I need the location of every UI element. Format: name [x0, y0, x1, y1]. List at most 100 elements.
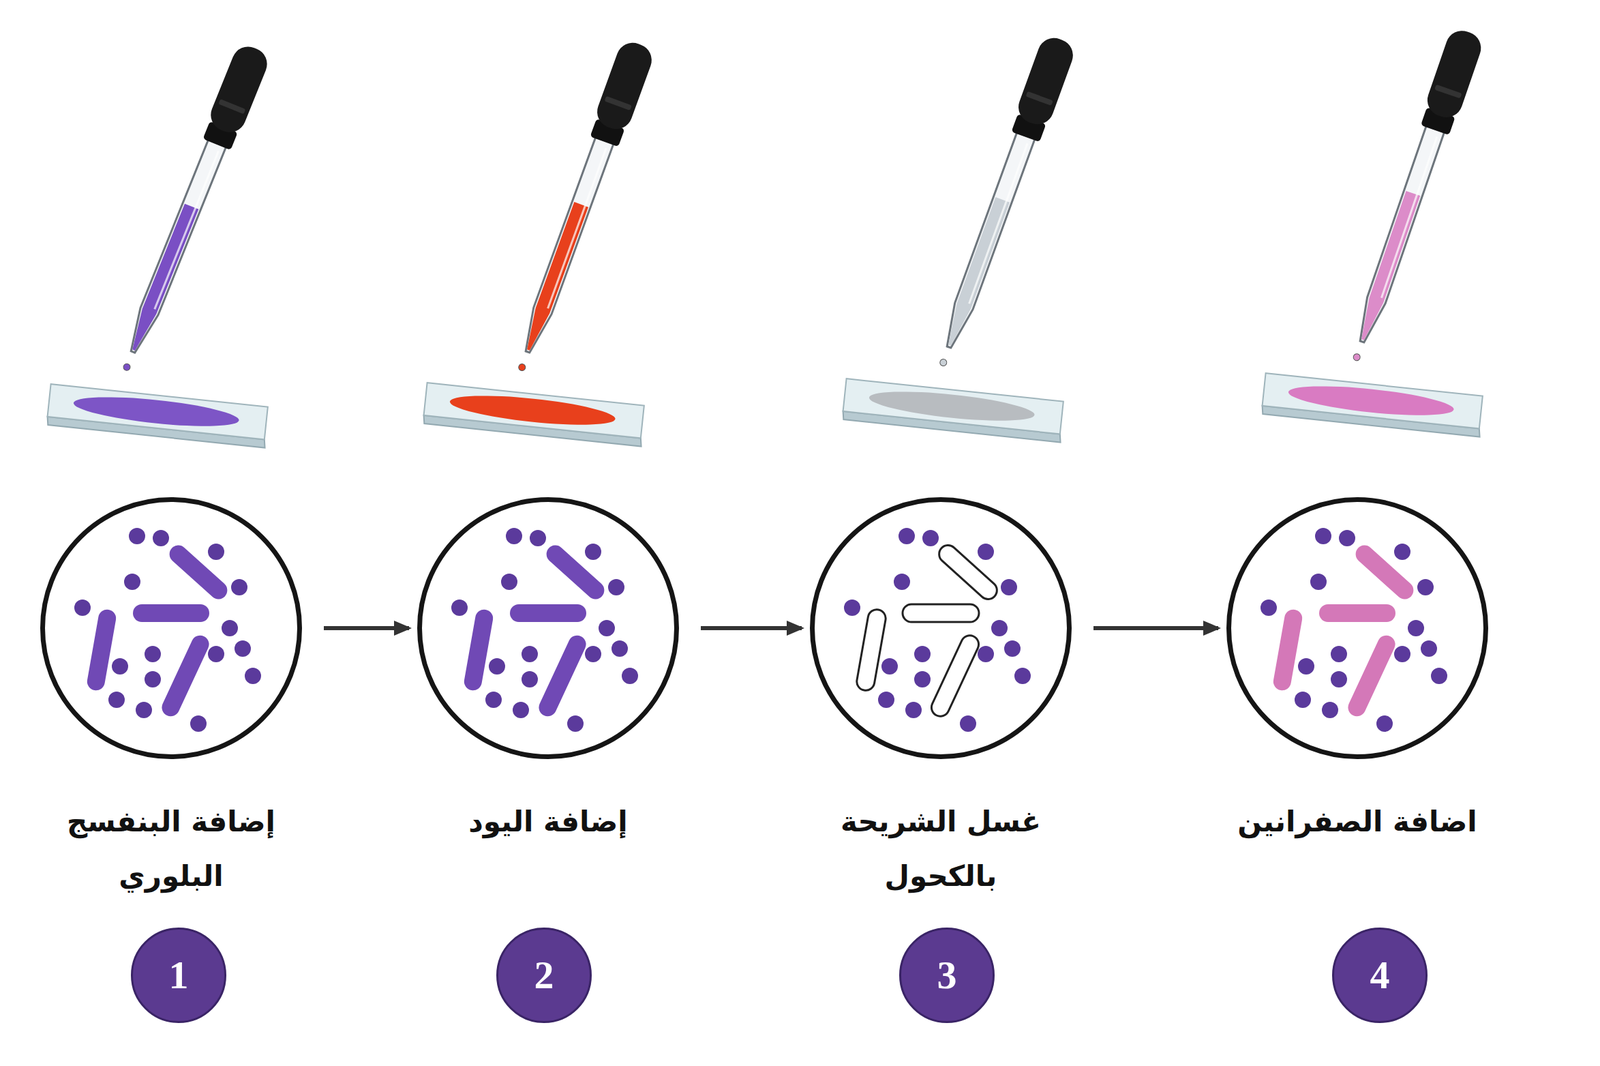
coccus-bacterium — [621, 667, 639, 684]
rod-bacterium — [1319, 604, 1396, 622]
microscope-field: إضافة اليود — [417, 496, 679, 759]
flow-arrow — [323, 625, 410, 630]
rod-bacterium — [855, 608, 887, 692]
coccus-bacterium — [144, 670, 161, 688]
glass-shine — [969, 143, 1029, 304]
glass-slide — [1261, 372, 1485, 437]
slide-face — [47, 383, 268, 440]
coccus-bacterium — [898, 527, 915, 545]
coccus-bacterium — [959, 715, 977, 732]
coccus-bacterium — [1394, 645, 1411, 662]
coccus-bacterium — [1321, 701, 1339, 718]
step-label: إضافة البنفسج البلوري — [64, 794, 279, 904]
coccus-bacterium — [905, 701, 922, 718]
coccus-bacterium — [567, 715, 584, 732]
bacteria — [814, 501, 1067, 754]
rod-bacterium — [1351, 541, 1417, 603]
bacteria — [421, 501, 675, 754]
step-number-badge: 3 — [899, 927, 995, 1023]
coccus-bacterium — [881, 657, 898, 675]
dropper — [504, 38, 657, 377]
coccus-bacterium — [1417, 578, 1434, 596]
coccus-bacterium — [488, 657, 506, 675]
callout-number: 2 — [534, 955, 555, 995]
bacteria — [1231, 501, 1484, 754]
coccus-bacterium — [977, 543, 994, 560]
coccus-bacterium — [485, 691, 502, 708]
coccus-bacterium — [234, 640, 251, 657]
coccus-bacterium — [451, 599, 468, 616]
step-label: غسل الشريحة بالكحول — [834, 794, 1048, 904]
rod-bacterium — [1272, 608, 1304, 692]
microscope-field: إضافة البنفسج البلوري — [40, 496, 303, 759]
coccus-bacterium — [521, 670, 538, 688]
rod-bacterium — [535, 632, 590, 720]
rod-bacterium — [542, 541, 608, 603]
coccus-bacterium — [878, 691, 895, 708]
stain-smear — [1287, 380, 1455, 421]
rod-bacterium — [902, 604, 979, 622]
step-label: إضافة اليود — [466, 794, 630, 849]
glass-shine — [548, 147, 607, 309]
coccus-bacterium — [124, 573, 141, 590]
microscope-field: غسل الشريحة بالكحول — [809, 496, 1072, 759]
rod-bacterium — [132, 604, 210, 622]
step-number-badge: 1 — [130, 927, 227, 1023]
coccus-bacterium — [190, 715, 207, 732]
dropper-tube — [518, 137, 614, 356]
dropper-bulb — [1422, 26, 1485, 123]
flow-arrow — [700, 625, 802, 630]
coccus-bacterium — [611, 640, 628, 657]
glass-shine — [1381, 136, 1437, 298]
dropper-bulb — [205, 41, 273, 138]
coccus-bacterium — [221, 619, 238, 637]
dropper — [925, 33, 1078, 372]
coccus-bacterium — [108, 691, 125, 708]
rod-bacterium — [85, 608, 118, 692]
dropper — [109, 41, 273, 377]
callout-number: 1 — [169, 955, 189, 995]
callout-number: 3 — [937, 955, 958, 995]
coccus-bacterium — [584, 543, 602, 560]
coccus-bacterium — [135, 701, 153, 718]
slide-face — [843, 378, 1064, 434]
coccus-bacterium — [1315, 527, 1332, 545]
coccus-bacterium — [843, 599, 861, 616]
coccus-bacterium — [1420, 640, 1438, 657]
coccus-bacterium — [231, 578, 248, 596]
glass-slide — [422, 382, 646, 446]
microscope-field: اضافة الصفرانين — [1226, 496, 1489, 759]
bulb-ridge — [1025, 91, 1054, 106]
stain-smear — [72, 391, 240, 432]
glass-shine — [154, 151, 219, 310]
coccus-bacterium — [914, 670, 931, 688]
coccus-bacterium — [1297, 657, 1315, 675]
coccus-bacterium — [207, 543, 225, 560]
rod-bacterium — [928, 632, 982, 720]
coccus-bacterium — [1376, 715, 1393, 732]
glass-slide — [46, 383, 270, 448]
bulb-ridge — [604, 96, 632, 111]
coccus-bacterium — [144, 645, 161, 662]
coccus-bacterium — [1294, 691, 1311, 708]
coccus-bacterium — [505, 527, 523, 545]
rod-bacterium — [158, 632, 213, 720]
coccus-bacterium — [922, 529, 939, 547]
coccus-bacterium — [244, 667, 262, 684]
coccus-bacterium — [1338, 529, 1356, 547]
glass-slide — [841, 378, 1065, 442]
coccus-bacterium — [152, 529, 170, 547]
rod-bacterium — [165, 541, 231, 603]
step-number-badge: 2 — [496, 927, 592, 1023]
dropper-tube — [1353, 125, 1445, 345]
coccus-bacterium — [529, 529, 547, 547]
rod-bacterium — [935, 541, 1001, 603]
drop — [517, 362, 527, 372]
slide-face — [1262, 372, 1483, 429]
coccus-bacterium — [1407, 619, 1425, 637]
coccus-bacterium — [512, 701, 530, 718]
step-number-badge: 4 — [1332, 927, 1428, 1023]
coccus-bacterium — [1004, 640, 1021, 657]
coccus-bacterium — [1330, 670, 1348, 688]
